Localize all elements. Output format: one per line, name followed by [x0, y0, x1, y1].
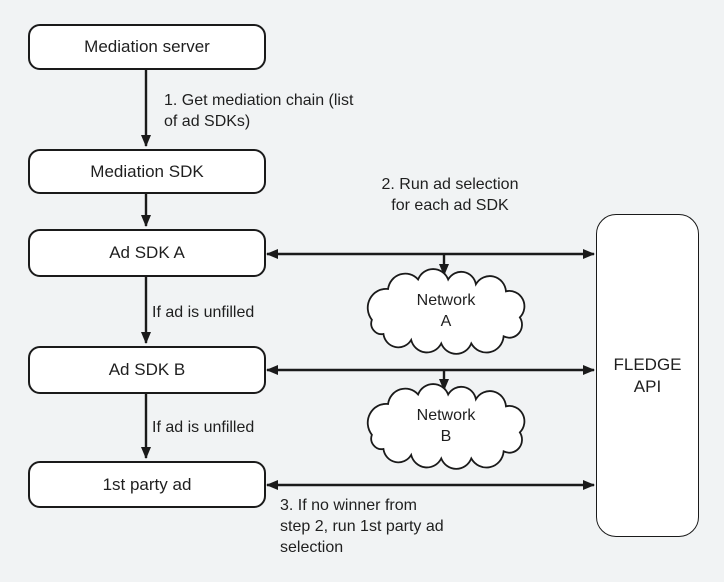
node-ad-sdk-b-label: Ad SDK B [108, 360, 186, 379]
annotation-step-1-line1: 1. Get mediation chain (list [164, 92, 354, 109]
network-b-cloud-shape [368, 384, 525, 469]
node-fledge-api-label-line1: FLEDGE [613, 354, 682, 374]
annotation-step-1: 1. Get mediation chain (list of ad SDKs) [164, 90, 353, 132]
network-b-line2: B [440, 428, 452, 445]
node-first-party-ad-label: 1st party ad [102, 474, 192, 494]
network-a-line1: Network [416, 292, 476, 309]
node-mediation-sdk-label: Mediation SDK [90, 161, 204, 181]
network-b-cloud-label: Network B [372, 405, 520, 447]
network-a-line2: A [440, 313, 452, 330]
annotation-step-3-line2: step 2, run 1st party ad [280, 518, 444, 535]
node-mediation-sdk: Mediation SDK [28, 149, 266, 194]
node-mediation-server-label: Mediation server [84, 37, 210, 56]
annotation-if-ad-unfilled-b: If ad is unfilled [152, 419, 255, 436]
annotation-if-ad-unfilled-a: If ad is unfilled [152, 304, 255, 321]
node-ad-sdk-a: Ad SDK A [28, 229, 266, 277]
node-fledge-api: FLEDGE API [596, 214, 699, 537]
node-ad-sdk-b: Ad SDK B [28, 346, 266, 394]
node-ad-sdk-a-label: Ad SDK A [109, 243, 185, 262]
network-a-cloud-shape [368, 269, 525, 354]
node-fledge-api-label-line2: API [633, 376, 662, 396]
annotation-step-1-line2: of ad SDKs) [164, 113, 251, 130]
network-b-line1: Network [416, 407, 476, 424]
node-first-party-ad: 1st party ad [28, 461, 266, 508]
node-mediation-server: Mediation server [28, 24, 266, 70]
annotation-step-2-line2: for each ad SDK [391, 197, 509, 214]
annotation-step-2: 2. Run ad selection for each ad SDK [360, 174, 540, 216]
network-a-cloud-label: Network A [372, 290, 520, 332]
annotation-step-2-line1: 2. Run ad selection [381, 176, 519, 193]
annotation-step-3-line3: selection [280, 539, 344, 556]
annotation-step-3: 3. If no winner from step 2, run 1st par… [280, 495, 444, 558]
annotation-step-3-line1: 3. If no winner from [280, 497, 417, 514]
